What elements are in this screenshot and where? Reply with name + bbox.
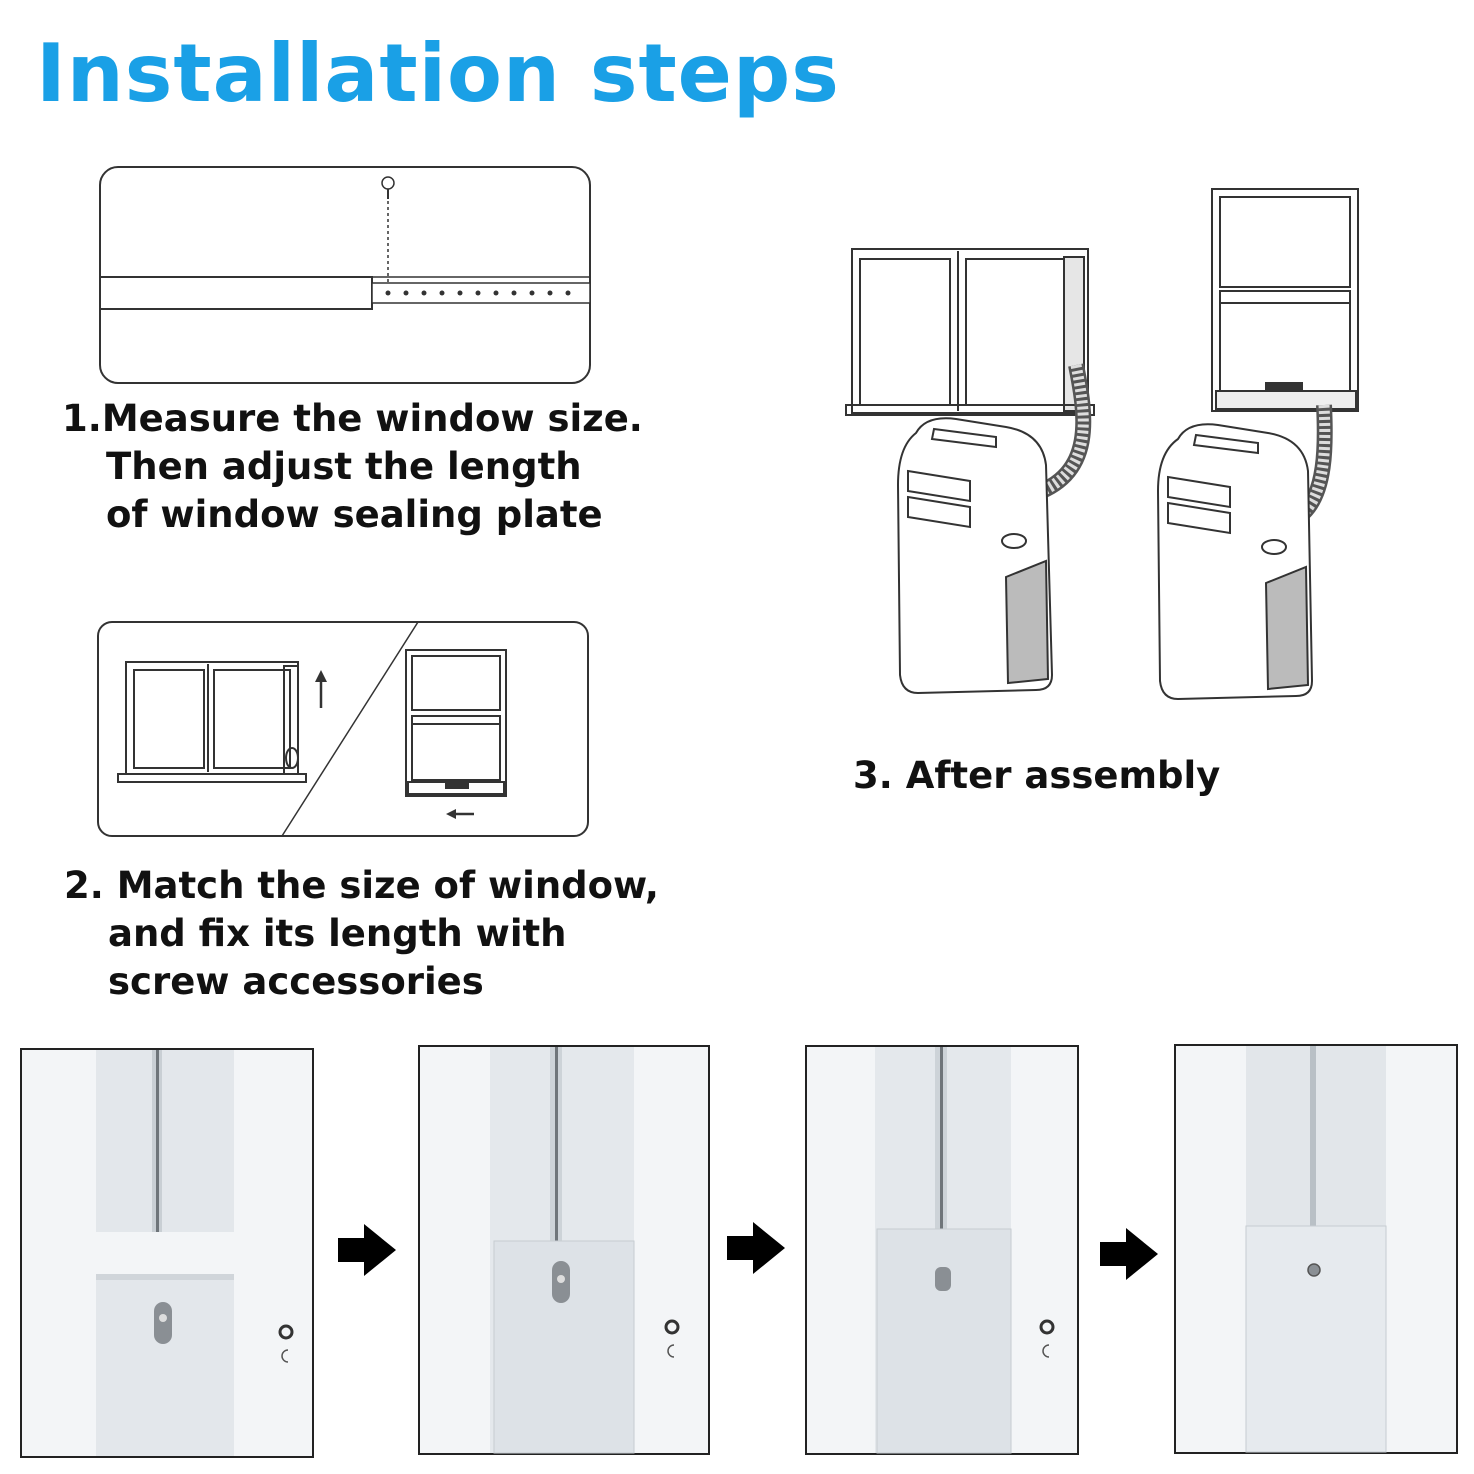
sliding-window-icon <box>845 248 1095 416</box>
up-arrow-icon <box>315 670 327 708</box>
step2-line3: screw accessories <box>108 960 484 1003</box>
step3-diagram-assembled <box>845 188 1359 701</box>
portable-ac-unit-icon <box>896 417 1054 695</box>
step3-text: 3. After assembly <box>853 752 1220 800</box>
portable-ac-unit-icon <box>1156 423 1314 701</box>
step1-line1: Measure the window size. <box>101 397 643 440</box>
hung-window-icon <box>1211 188 1359 412</box>
right-arrow-icon <box>727 1222 785 1274</box>
step3-line1: After assembly <box>905 754 1221 797</box>
photo-panel-fixed <box>1174 1044 1458 1454</box>
step1-line2: Then adjust the length <box>106 445 582 488</box>
step1-diagram-sealing-plate <box>99 166 591 384</box>
photo-panel-inserted <box>418 1045 710 1455</box>
step1-line3: of window sealing plate <box>106 493 603 536</box>
step3-number: 3. <box>853 754 893 797</box>
photo-panel-slid <box>805 1045 1079 1455</box>
step2-line2: and fix its length with <box>108 912 567 955</box>
right-arrow-icon <box>1100 1228 1158 1280</box>
left-arrow-icon <box>446 809 474 819</box>
sliding-window-icon <box>117 661 307 783</box>
photo-panel-separated <box>20 1048 314 1458</box>
step2-number: 2. <box>64 864 104 907</box>
page-title: Installation steps <box>36 27 840 120</box>
step1-number: 1. <box>62 397 102 440</box>
step2-diagram-window-fit <box>97 621 589 837</box>
step2-text: 2. Match the size of window, and fix its… <box>64 862 659 1006</box>
screw-icon <box>381 176 395 199</box>
step2-line1: Match the size of window, <box>116 864 659 907</box>
right-arrow-icon <box>338 1224 396 1276</box>
step1-text: 1.Measure the window size. Then adjust t… <box>62 395 643 539</box>
hung-window-icon <box>405 649 507 797</box>
